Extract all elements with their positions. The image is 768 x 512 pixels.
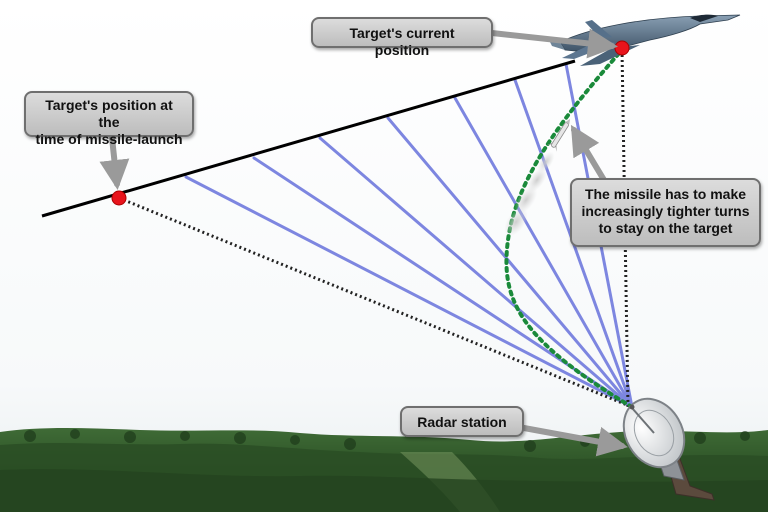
callout-missile-line-2: increasingly tighter turns [581,203,750,219]
callout-missile-line-1: The missile has to make [584,186,747,202]
forest-hills [0,428,768,512]
callout-radar-station: Radar station [400,406,524,437]
callout-current-position-text: Target's current position [349,25,455,58]
callout-arrows [99,28,628,457]
missile-icon [546,118,571,152]
callout-missile-line-3: to stay on the target [598,220,733,236]
target-path-line [41,59,576,218]
sight-lines [118,49,633,409]
callout-missile-turns: The missile has to make increasingly tig… [570,178,761,247]
callout-launch-position: Target's position at the time of missile… [24,91,194,147]
callout-launch-line-2: time of missile-launch [35,131,183,147]
missile-trajectory [504,48,634,409]
callout-launch-line-1: Target's position at the [45,97,173,130]
missile-smoke-trail [504,151,555,237]
radar-dish-icon [622,397,715,501]
callout-current-position: Target's current position [311,17,493,58]
target-current-marker [614,40,630,56]
callout-radar-text: Radar station [417,414,507,430]
target-launch-marker [111,190,127,206]
